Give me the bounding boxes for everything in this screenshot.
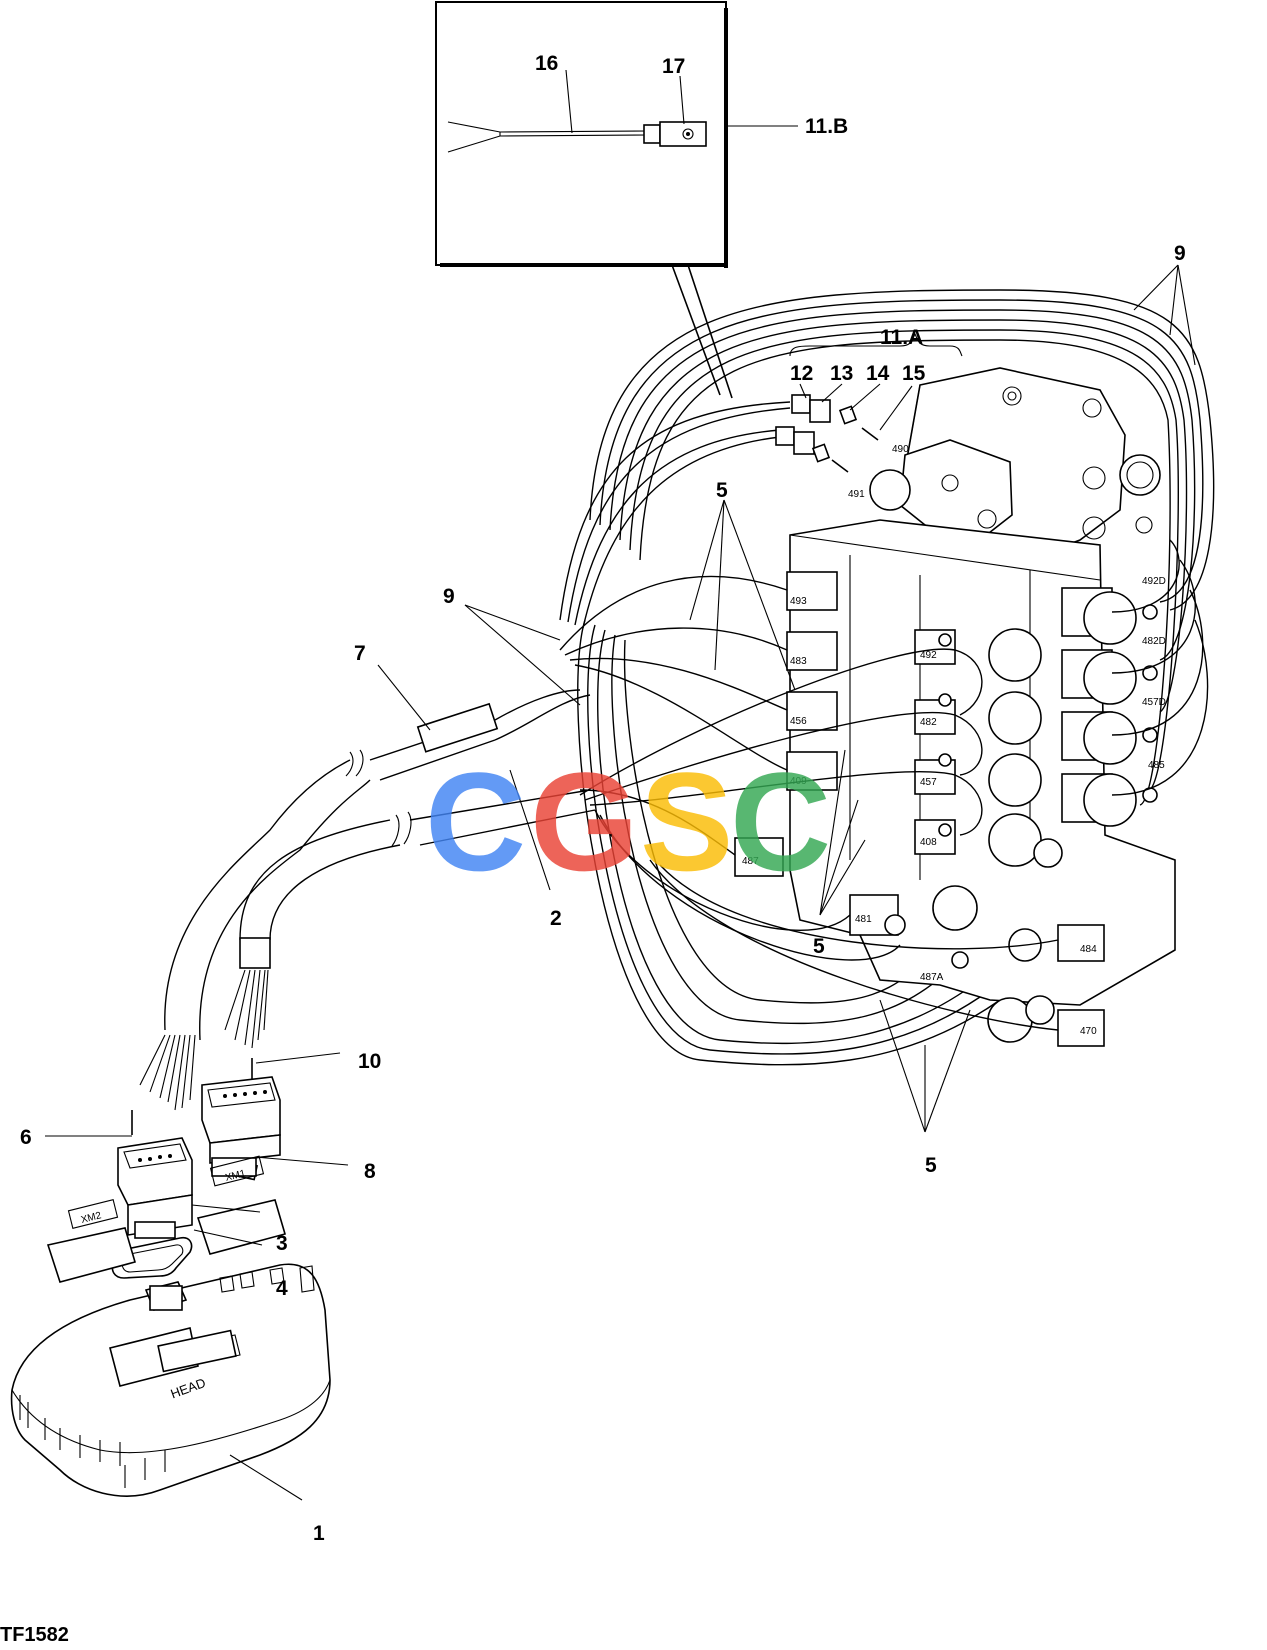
tag-484: 484 [1080, 944, 1097, 955]
tag-487: 487 [742, 856, 759, 867]
tag-487a: 487A [920, 972, 944, 983]
leader-lines [45, 264, 1196, 1501]
tag-470: 470 [1080, 1026, 1097, 1037]
harness-wires-5 [559, 539, 1209, 1031]
tag-408: 408 [920, 837, 937, 848]
tag-482: 482 [920, 717, 937, 728]
tag-491: 491 [848, 489, 865, 500]
detail-inset-11b [435, 1, 728, 268]
wire-ends [131, 969, 269, 1135]
tag-482d: 482D [1142, 636, 1166, 647]
callout-5-mid: 5 [813, 935, 825, 958]
tag-492d: 492D [1142, 576, 1166, 587]
callout-9-left: 9 [443, 585, 455, 608]
callout-17: 17 [662, 55, 685, 78]
watermark-letter-1: C [425, 743, 526, 900]
callout-14: 14 [866, 362, 890, 385]
callout-15: 15 [902, 362, 926, 385]
callout-13: 13 [830, 362, 853, 385]
callout-9-right: 9 [1174, 242, 1186, 265]
callout-5-top: 5 [716, 479, 728, 502]
callout-12: 12 [790, 362, 813, 385]
callout-7: 7 [354, 642, 366, 665]
connector-assembly-11a [775, 332, 963, 473]
figure-id: TF1582 [0, 1624, 69, 1646]
callout-10: 10 [358, 1050, 381, 1073]
callout-11b: 11.B [805, 115, 848, 138]
watermark-logo: C G S C [425, 743, 831, 900]
inset-pointer-right [687, 264, 733, 399]
callout-1: 1 [313, 1522, 325, 1545]
connector-xm1 [201, 1076, 281, 1181]
watermark-letter-4: C [730, 743, 831, 900]
tag-490: 490 [892, 444, 909, 455]
tag-409: 409 [790, 776, 807, 787]
inset-pointer-left [671, 264, 721, 396]
callouts: 1 2 3 4 5 5 5 6 7 8 9 9 10 11.A 11.B 12 … [20, 52, 1186, 1545]
wire-tags: 490 491 493 483 456 409 487 492 482 457 … [742, 444, 1166, 1037]
tag-493: 493 [790, 596, 807, 607]
callout-6: 6 [20, 1126, 32, 1149]
tag-481: 481 [855, 914, 872, 925]
cable-7 [164, 689, 591, 1041]
tag-492: 492 [920, 650, 937, 661]
seal-4 [111, 1236, 193, 1279]
valve-bank [734, 367, 1176, 1047]
ecu-controller [10, 1199, 331, 1497]
callout-2: 2 [550, 907, 562, 930]
label-xm2: XM2 [80, 1210, 103, 1226]
cable-2 [239, 789, 596, 969]
harness-to-11a [559, 401, 791, 629]
callout-11a: 11.A [880, 326, 923, 349]
tag-457: 457 [920, 777, 937, 788]
callout-8: 8 [364, 1160, 376, 1183]
callout-5-bottom: 5 [925, 1154, 937, 1177]
tag-457d: 457D [1142, 697, 1166, 708]
watermark-letter-3: S [640, 743, 733, 900]
tag-456: 456 [790, 716, 807, 727]
tag-485: 485 [1148, 760, 1165, 771]
callout-16: 16 [535, 52, 558, 75]
callout-4: 4 [276, 1277, 288, 1300]
label-xm1: XM1 [224, 1168, 247, 1184]
connector-xm2 [117, 1137, 193, 1239]
callout-3: 3 [276, 1232, 288, 1255]
tag-483: 483 [790, 656, 807, 667]
harness-loop-9 [577, 289, 1215, 1066]
watermark-letter-2: G [530, 743, 639, 900]
